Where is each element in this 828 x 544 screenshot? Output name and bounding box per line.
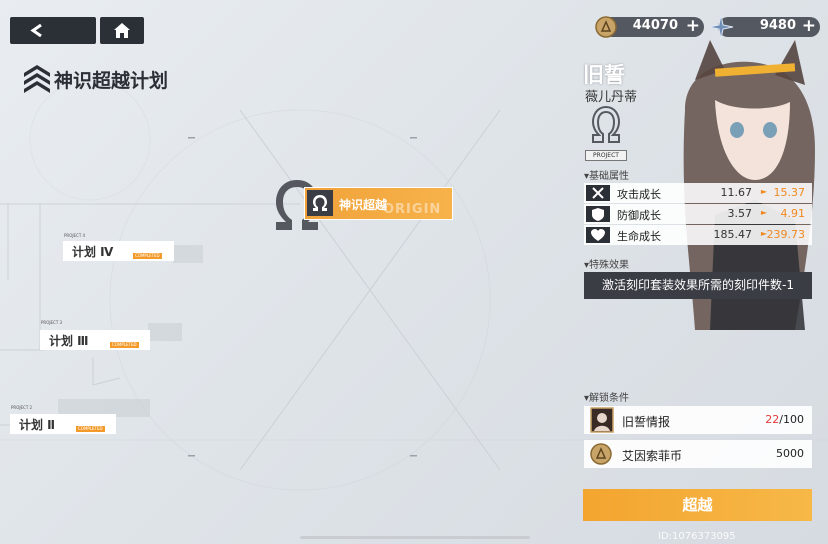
stat-new-value: 239.73 [766, 228, 806, 241]
coin-icon [595, 16, 617, 38]
stat-old-value: 11.67 [720, 186, 753, 199]
node-shadow [148, 323, 182, 341]
user-id: ID:1076373095 [658, 531, 736, 542]
ein-sof-coin-icon [590, 443, 612, 465]
crystal-star-icon [708, 14, 734, 40]
completed-badge: COMPLETED [110, 342, 139, 348]
unlock-have: 22 [765, 413, 780, 426]
unlock-item-name: 艾因索菲币 [622, 449, 683, 463]
node-project-label: PROJECT 4 [64, 233, 86, 238]
attributes-title: ▾基础属性 [584, 171, 630, 182]
back-button[interactable] [10, 17, 96, 44]
chevron-logo-icon [24, 65, 50, 93]
unlock-row-intel: 旧誓情报 22/100 [584, 406, 812, 434]
node-watermark: ORIGIN [383, 202, 442, 217]
node-label: 计划 Ⅲ [49, 334, 89, 348]
completed-badge: COMPLETED [133, 253, 162, 259]
increase-arrow-icon: ► [760, 229, 767, 238]
add-coins-button[interactable]: + [685, 16, 700, 36]
omega-icon [307, 190, 333, 216]
character-subtitle: 薇儿丹蒂 [585, 90, 638, 105]
completed-badge: COMPLETED [76, 426, 105, 432]
unlock-title: ▾解锁条件 [584, 393, 630, 404]
character-intel-icon [590, 407, 614, 433]
stat-name: 防御成长 [617, 209, 661, 222]
stat-row-defense: 防御成长 3.57 ► 4.91 [584, 204, 812, 224]
increase-arrow-icon: ► [760, 208, 767, 217]
active-node-origin[interactable]: ORIGIN 神识超越 [304, 187, 453, 220]
home-button[interactable] [100, 17, 144, 44]
unlock-need: /100 [779, 413, 804, 426]
unlock-row-coins: 艾因索菲币 5000 [584, 440, 812, 468]
crystal-amount: 9480 [759, 18, 796, 33]
stat-row-health: 生命成长 185.47 ► 239.73 [584, 225, 812, 245]
node-shadow [58, 399, 150, 417]
attack-icon [586, 185, 610, 201]
coin-counter: 44070 + [600, 16, 704, 37]
page-title-text: 神识超越计划 [54, 70, 169, 92]
transcend-button[interactable]: 超越 [583, 489, 812, 521]
node-label: 计划 Ⅱ [19, 418, 56, 432]
home-icon [114, 23, 130, 38]
increase-arrow-icon: ► [760, 187, 767, 196]
defense-icon [586, 206, 610, 222]
node-project-label: PROJECT 2 [11, 405, 33, 410]
node-card: 计划 Ⅲ COMPLETED [40, 330, 150, 350]
home-indicator [300, 536, 530, 539]
unlock-item-name: 旧誓情报 [622, 415, 671, 429]
health-icon [586, 227, 610, 243]
special-effect-title: ▾特殊效果 [584, 260, 630, 271]
stat-new-value: 4.91 [780, 207, 806, 220]
stat-name: 攻击成长 [617, 188, 661, 201]
node-label: 计划 Ⅳ [72, 245, 114, 259]
active-node-label: 神识超越 [339, 198, 388, 212]
stat-old-value: 185.47 [713, 228, 753, 241]
node-card: 计划 Ⅳ COMPLETED [63, 241, 174, 261]
add-crystals-button[interactable]: + [801, 16, 816, 36]
unlock-progress: 22/100 [765, 413, 804, 426]
coin-amount: 44070 [632, 18, 678, 33]
stat-row-attack: 攻击成长 11.67 ► 15.37 [584, 183, 812, 203]
stat-new-value: 15.37 [773, 186, 806, 199]
character-name: 旧誓 [583, 63, 625, 87]
stat-old-value: 3.57 [727, 207, 753, 220]
node-card: 计划 Ⅱ COMPLETED [10, 414, 116, 434]
special-effect-text: 激活刻印套装效果所需的刻印件数-1 [584, 272, 812, 299]
project-tag: PROJECT [585, 150, 627, 161]
back-arrow-icon [30, 23, 42, 38]
node-shadow [173, 245, 203, 263]
unlock-cost: 5000 [776, 447, 804, 460]
omega-project-icon [591, 105, 621, 143]
stat-name: 生命成长 [617, 230, 661, 243]
crystal-counter: 9480 + [718, 16, 820, 37]
node-project-label: PROJECT 3 [41, 320, 63, 325]
